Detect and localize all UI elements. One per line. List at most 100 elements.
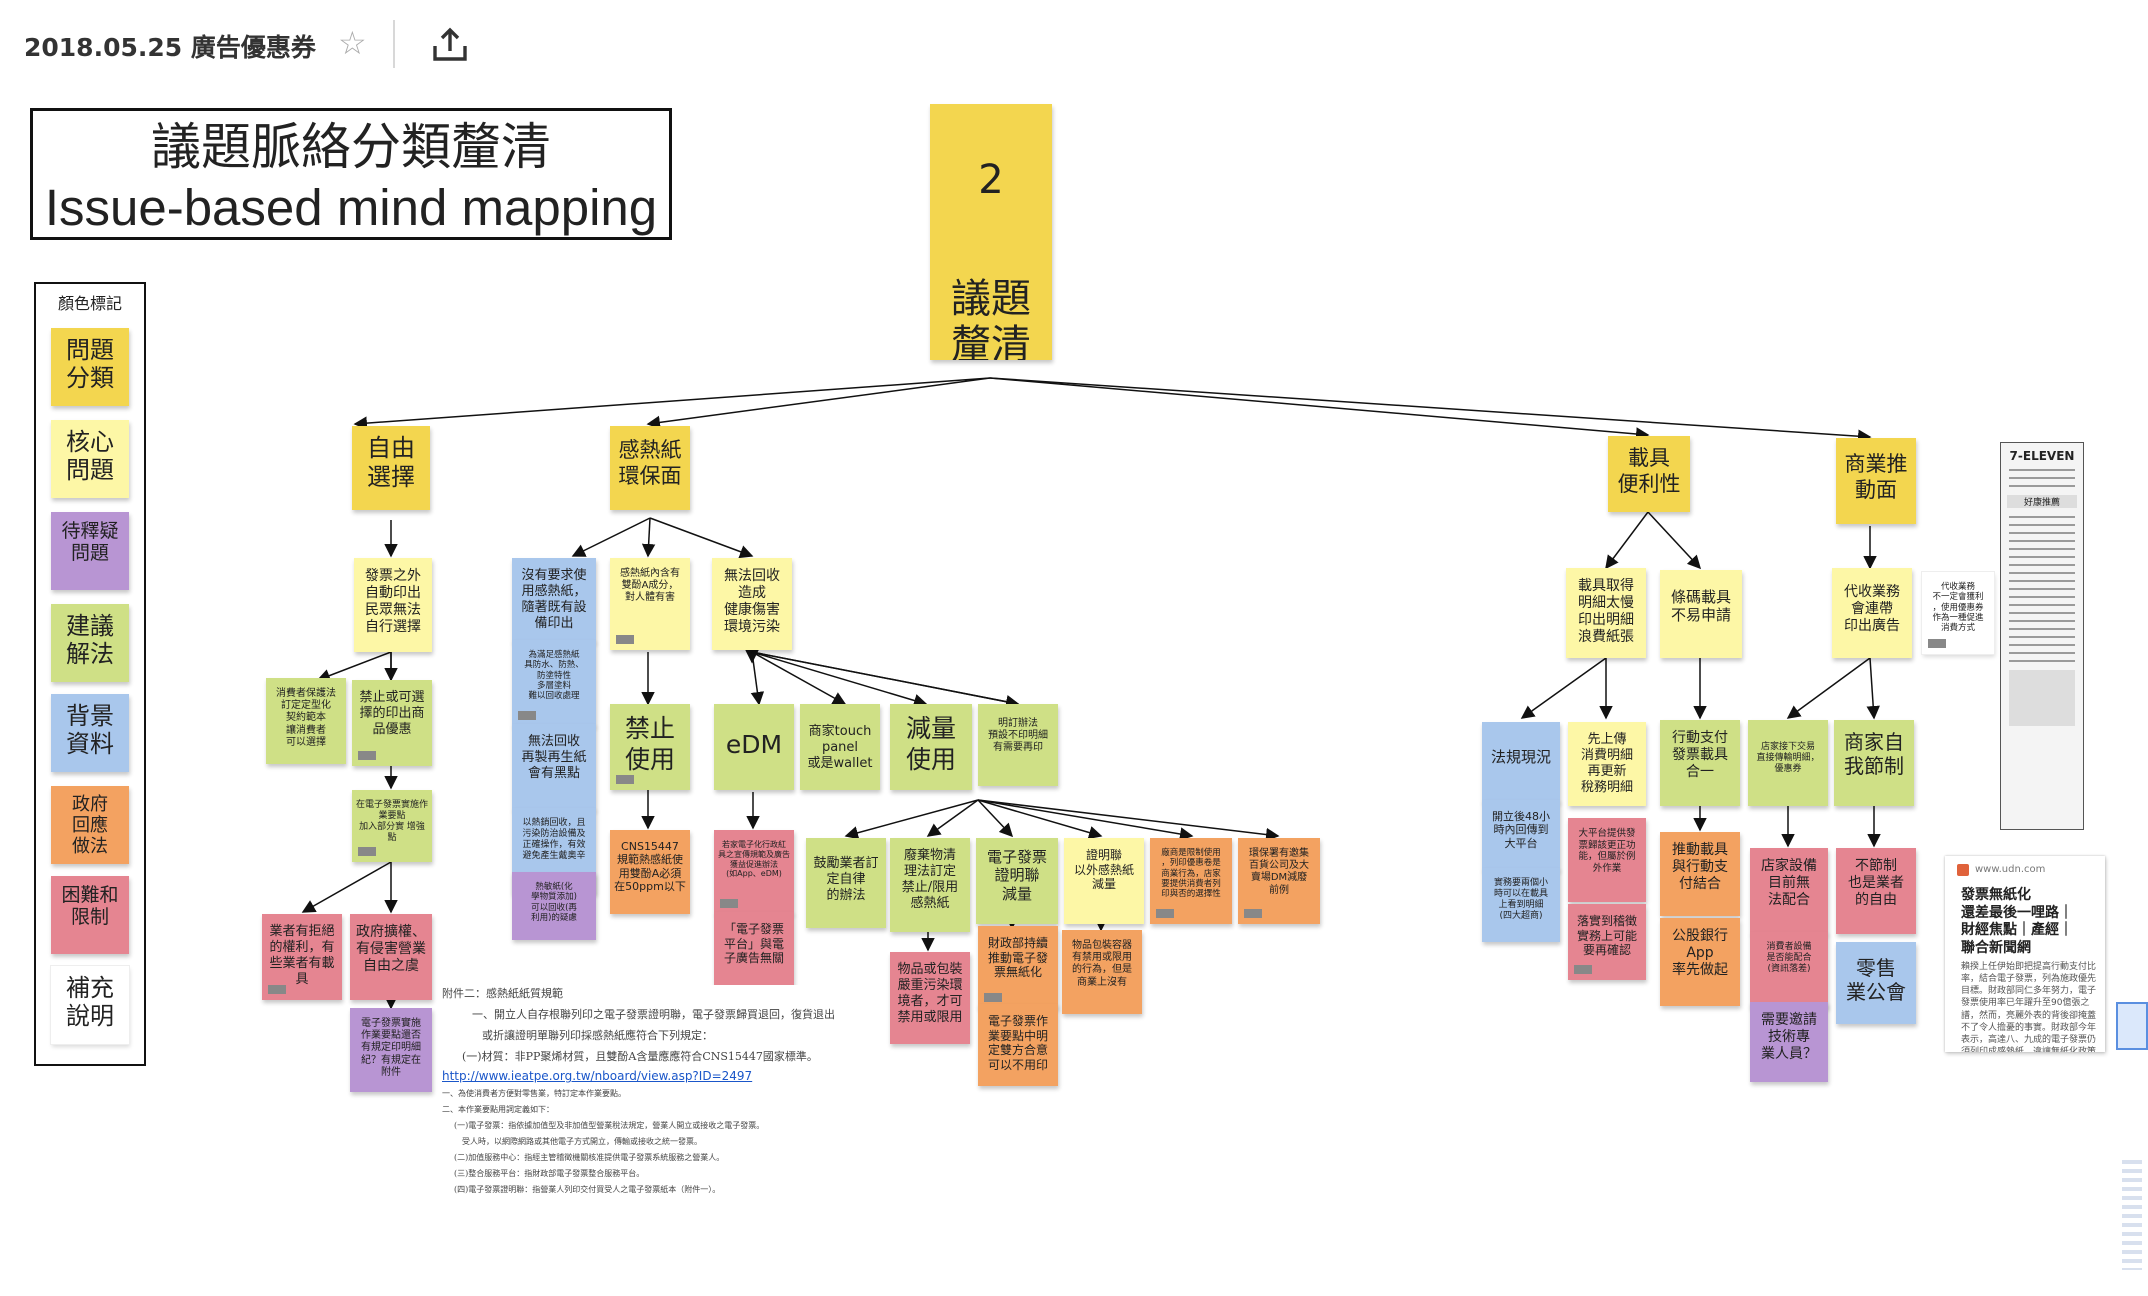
note-tag [1574,965,1592,974]
legend-item-core-issue[interactable]: 核心 問題 [51,420,129,498]
note-thermal-packaging[interactable]: 物品包裝容器 有禁用或限用 的行為，但是 商業上沒有 [1062,930,1142,1014]
note-tag [616,635,634,644]
note-business-3[interactable]: 店家接下交易 直接傳輸明細， 優惠券 [1748,720,1828,806]
note-thermal-edm[interactable]: eDM [714,704,794,790]
note-thermal-ban[interactable]: 禁止 使用 [610,704,690,790]
note-tag [1156,909,1174,918]
note-carrier-two-hours[interactable]: 實務要兩個小 時可以在載具 上看到明細 (四大超商) [1482,868,1560,942]
doc-line: (一)材質：非PP聚烯材質，且雙酚A含量應應符合CNS15447國家標準。 [462,1050,818,1063]
note-thermal-other-reduce[interactable]: 證明聯 以外感熱紙 減量 [1064,838,1144,924]
note-business-2[interactable]: 代收業務 不一定會獲利 ，使用優惠券 作為一種促進 消費方式 [1922,572,1994,654]
note-business-invite-expert[interactable]: 需要邀請 技術專 業人員？ [1750,1002,1828,1082]
note-tag [358,751,376,760]
note-free-3[interactable]: 禁止或可選 擇的印出商 品優惠 [352,680,432,766]
doc-link[interactable]: http://www.ieatpe.org.tw/nboard/view.asp… [442,1069,753,1083]
legend-item-pending-question[interactable]: 待釋疑 問題 [51,512,129,590]
regulation-document: 附件二：感熱紙紙質規範 一、開立人自存根聯列印之電子發票證明聯，電子發票歸買退回… [442,985,834,1235]
note-thermal-epa-dm[interactable]: 環保署有邀集 百貨公司及大 賣場DM減廢 前例 [1238,838,1320,924]
note-thermal-5[interactable]: 熱敏紙(化 學物質添加) 可以回收(再 利用)的疑慮 [512,872,596,940]
note-thermal-ban-condition[interactable]: 物品或包裝 嚴重污染環 境者，才可 禁用或限用 [890,952,970,1044]
note-tag [616,775,634,784]
heading-chinese: 議題脈絡分類釐清 [151,118,551,176]
note-thermal-cns[interactable]: CNS15447 規範熱感紙使 用雙酚A必須 在50ppm以下 [610,830,690,914]
note-thermal-default-no-print[interactable]: 明訂辦法 預設不印明細 有需要再印 [978,704,1058,786]
legend-item-suggested-solution[interactable]: 建議 解法 [51,604,129,682]
category-business[interactable]: 商業推 動面 [1836,438,1916,524]
legend-item-supplement[interactable]: 補充 說明 [51,966,129,1044]
udn-logo-icon [1957,864,1969,876]
doc-line: 受人時，以網際網路或其他電子方式開立，傳輸或接收之統一發票。 [462,1137,702,1146]
note-thermal-touch-panel[interactable]: 商家touch panel 或是wallet [800,704,880,790]
toolbar-divider [393,20,395,68]
doc-line: (四)電子發票證明聯：指營業人列印交付買受人之電子發票紙本（附件一）。 [454,1185,721,1194]
share-icon[interactable] [430,24,470,64]
category-carrier-convenience[interactable]: 載具 便利性 [1608,436,1690,512]
note-business-1[interactable]: 代收業務 會連帶 印出廣告 [1832,568,1912,658]
note-carrier-2[interactable]: 條碼載具 不易申請 [1660,570,1742,658]
minimap-indicator[interactable] [2122,1160,2142,1270]
note-carrier-upload[interactable]: 先上傳 消費明細 再更新 稅務明細 [1568,722,1646,806]
note-thermal-2[interactable]: 為滿足感熱紙 具防水、防熱、 防塗特性 多層塗料 難以回收處理 [512,640,596,726]
doc-line: (三)整合服務平台：指財政部電子發票整合服務平台。 [454,1169,645,1178]
receipt-promo: 好康推薦 [2007,495,2077,508]
note-carrier-public-bank[interactable]: 公股銀行 App 率先做起 [1660,918,1740,1006]
legend-item-question-category[interactable]: 問題 分類 [51,328,129,406]
note-business-self-control[interactable]: 商家自 我節制 [1834,720,1914,806]
note-thermal-6[interactable]: 感熱紙內含有 雙酚A成分， 對人體有害 [610,558,690,650]
doc-line: 一、為使消費者方便對零售業，特訂定本作業要點。 [442,1089,626,1098]
note-business-device[interactable]: 店家設備 目前無 法配合 [1750,848,1828,934]
top-bar: 2018.05.25 廣告優惠券 ☆ [0,0,2148,88]
root-number: 2 [978,156,1004,203]
note-free-4[interactable]: 在電子發票實施作 業要點 加入部分實 增強點 [352,790,432,862]
note-free-2[interactable]: 消費者保護法 訂定定型化 契約範本 讓消費者 可以選擇 [266,678,346,764]
note-tag [268,985,286,994]
legend-item-government-response[interactable]: 政府 回應 做法 [51,786,129,864]
category-thermal-paper[interactable]: 感熱紙 環保面 [610,426,690,510]
note-business-freedom[interactable]: 不節制 也是業者 的自由 [1836,848,1916,934]
note-business-retail-association[interactable]: 零售 業公會 [1836,942,1916,1024]
legend-item-background-data[interactable]: 背景 資料 [51,694,129,772]
collapsed-image-thumbnail[interactable] [2116,1002,2148,1050]
note-carrier-mobile-pay[interactable]: 行動支付 發票載具 合一 [1660,720,1740,806]
root-label: 議題 釐清 [951,275,1031,360]
note-free-1[interactable]: 發票之外 自動印出 民眾無法 自行選擇 [354,558,432,652]
note-thermal-7[interactable]: 無法回收 造成 健康傷害 環境污染 [712,558,792,650]
note-thermal-ad-rule[interactable]: 若家電子化行政紅 具之宣傳規範及廣告 獲益促進辦法 (如App、eDM) [714,830,794,914]
note-thermal-mutual-agree[interactable]: 電子發票作 業要點中明 定雙方合意 可以不用印 [978,1004,1058,1086]
note-carrier-promote[interactable]: 推動載具 與行動支 付結合 [1660,832,1740,916]
note-carrier-law[interactable]: 法規現況 [1482,722,1560,802]
note-free-7[interactable]: 電子發票實施 作業要點還否 有規定印明細 紀？有規定在 附件 [350,1008,432,1092]
note-thermal-coupon-choice[interactable]: 廠商是限制使用 ，列印優惠卷是 商業行為，店家 要提供消費者列 印與否的選擇性 [1150,838,1232,924]
note-thermal-reduce[interactable]: 減量 使用 [890,704,972,790]
note-tag [1928,639,1946,648]
note-carrier-1[interactable]: 載具取得 明細太慢 印出明細 浪費紙張 [1566,568,1646,658]
note-free-5[interactable]: 業者有拒絕 的權利，有 些業者有載 具 [262,914,342,1000]
doc-line: (二)加值服務中心：指經主管稽徵機關核准提供電子發票系統服務之營業人。 [454,1153,725,1162]
root-issue-note[interactable]: 2 議題 釐清 [930,104,1052,360]
note-thermal-self-regulation[interactable]: 鼓勵業者訂 定自律 的辦法 [806,838,886,928]
category-free-choice[interactable]: 自由 選擇 [352,426,430,510]
doc-line: 附件二：感熱紙紙質規範 [442,987,563,1000]
note-tag [984,993,1002,1002]
note-business-consumer-device[interactable]: 消費者設備 是否能配合 (資訊落差) [1750,932,1828,1008]
note-free-6[interactable]: 政府擴權、 有侵害營業 自由之虞 [350,914,432,1000]
star-icon[interactable]: ☆ [338,24,367,62]
color-legend: 顏色標記 問題 分類 核心 問題 待釋疑 問題 建議 解法 背景 資料 政府 回… [34,282,146,1066]
heading-english: Issue-based mind mapping [44,179,658,236]
legend-item-difficulty-limit[interactable]: 困難和 限制 [51,876,129,954]
news-headline[interactable]: 發票無紙化 還差最後一哩路｜ 財經焦點｜產經｜ 聯合新聞網 [1961,887,2073,956]
note-thermal-einvoice-reduce[interactable]: 電子發票 證明聯 減量 [976,838,1058,924]
note-thermal-waste-law[interactable]: 廢棄物清 理法訂定 禁止/限用 感熱紙 [890,838,970,932]
board-title: 2018.05.25 廣告優惠券 [24,33,316,62]
doc-line: (一)電子發票：指依據加值型及非加值型營業稅法規定，營業人開立或接收之電子發票。 [454,1121,765,1130]
note-thermal-1[interactable]: 沒有要求使 用感熱紙， 隨著既有設 備印出 [512,558,596,642]
note-carrier-platform[interactable]: 大平台提供發 票歸該更正功 能，但屬於例 外作業 [1568,818,1646,902]
note-carrier-audit[interactable]: 落實到稽徵 實務上可能 要再確認 [1568,904,1646,980]
note-carrier-48h[interactable]: 開立後48小 時內回傳到 大平台 [1482,800,1560,870]
note-thermal-platform-unrelated[interactable]: 「電子發票 平台」與電 子廣告無關 [714,912,794,986]
news-link-card[interactable]: www.udn.com 發票無紙化 還差最後一哩路｜ 財經焦點｜產經｜ 聯合新聞… [1945,856,2105,1052]
receipt-image[interactable]: 7-ELEVEN 好康推薦 [2000,442,2084,830]
doc-line: 二、本作業要點用詞定義如下： [442,1105,554,1114]
note-thermal-mof-promote[interactable]: 財政部持續 推動電子發 票無紙化 [978,926,1058,1008]
note-thermal-3[interactable]: 無法回收 再製再生紙 會有黑點 [512,724,596,810]
